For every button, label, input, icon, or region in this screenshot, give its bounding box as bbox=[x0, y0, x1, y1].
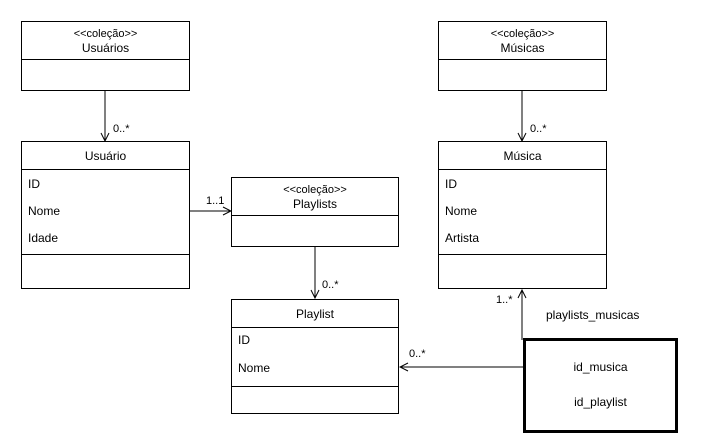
class-name: Playlist bbox=[295, 306, 334, 321]
attribute-compartment: ID Nome bbox=[232, 327, 398, 387]
attribute-compartment: ID Nome Idade bbox=[22, 169, 189, 255]
playlist-class: Playlist ID Nome bbox=[231, 299, 399, 414]
attribute-id: ID bbox=[445, 177, 457, 191]
join-table-name: playlists_musicas bbox=[546, 308, 640, 322]
multiplicity-musicas-musica: 0..* bbox=[530, 123, 547, 135]
multiplicity-usuario-playlists: 1..1 bbox=[206, 195, 225, 207]
class-name: Música bbox=[503, 148, 542, 163]
stereotype-label: <<coleção>> bbox=[490, 27, 555, 40]
musicas-collection-class: <<coleção>> Músicas bbox=[438, 21, 607, 91]
class-header: <<coleção>> Playlists bbox=[232, 178, 398, 216]
class-header: Música bbox=[439, 142, 606, 170]
class-header: Playlist bbox=[232, 300, 398, 328]
attribute-compartment: ID Nome Artista bbox=[439, 169, 606, 255]
musica-class: Música ID Nome Artista bbox=[438, 141, 607, 289]
class-header: <<coleção>> Músicas bbox=[439, 22, 606, 60]
class-name: Músicas bbox=[500, 40, 545, 55]
join-table: id_musica id_playlist bbox=[523, 338, 678, 433]
usuario-class: Usuário ID Nome Idade bbox=[21, 141, 190, 289]
multiplicity-join-musica: 1..* bbox=[496, 294, 513, 306]
class-header: Usuário bbox=[22, 142, 189, 170]
playlists-collection-class: <<coleção>> Playlists bbox=[231, 177, 399, 247]
join-field-id-playlist: id_playlist bbox=[574, 395, 627, 409]
attribute-nome: Nome bbox=[238, 361, 271, 375]
join-field-id-musica: id_musica bbox=[573, 360, 628, 374]
multiplicity-playlists-playlist: 0..* bbox=[322, 279, 339, 291]
attribute-id: ID bbox=[238, 333, 250, 347]
class-name: Playlists bbox=[292, 196, 337, 211]
class-name: Usuários bbox=[81, 40, 130, 55]
attribute-artista: Artista bbox=[445, 231, 480, 245]
usuarios-collection-class: <<coleção>> Usuários bbox=[21, 21, 190, 91]
attribute-idade: Idade bbox=[28, 231, 59, 245]
multiplicity-join-playlist: 0..* bbox=[409, 348, 426, 360]
class-name: Usuário bbox=[84, 148, 127, 163]
stereotype-label: <<coleção>> bbox=[283, 183, 347, 196]
class-header: <<coleção>> Usuários bbox=[22, 22, 189, 60]
attribute-nome: Nome bbox=[28, 204, 61, 218]
stereotype-label: <<coleção>> bbox=[73, 27, 138, 40]
attribute-nome: Nome bbox=[445, 204, 478, 218]
attribute-id: ID bbox=[28, 177, 40, 191]
multiplicity-usuarios-usuario: 0..* bbox=[113, 123, 130, 135]
